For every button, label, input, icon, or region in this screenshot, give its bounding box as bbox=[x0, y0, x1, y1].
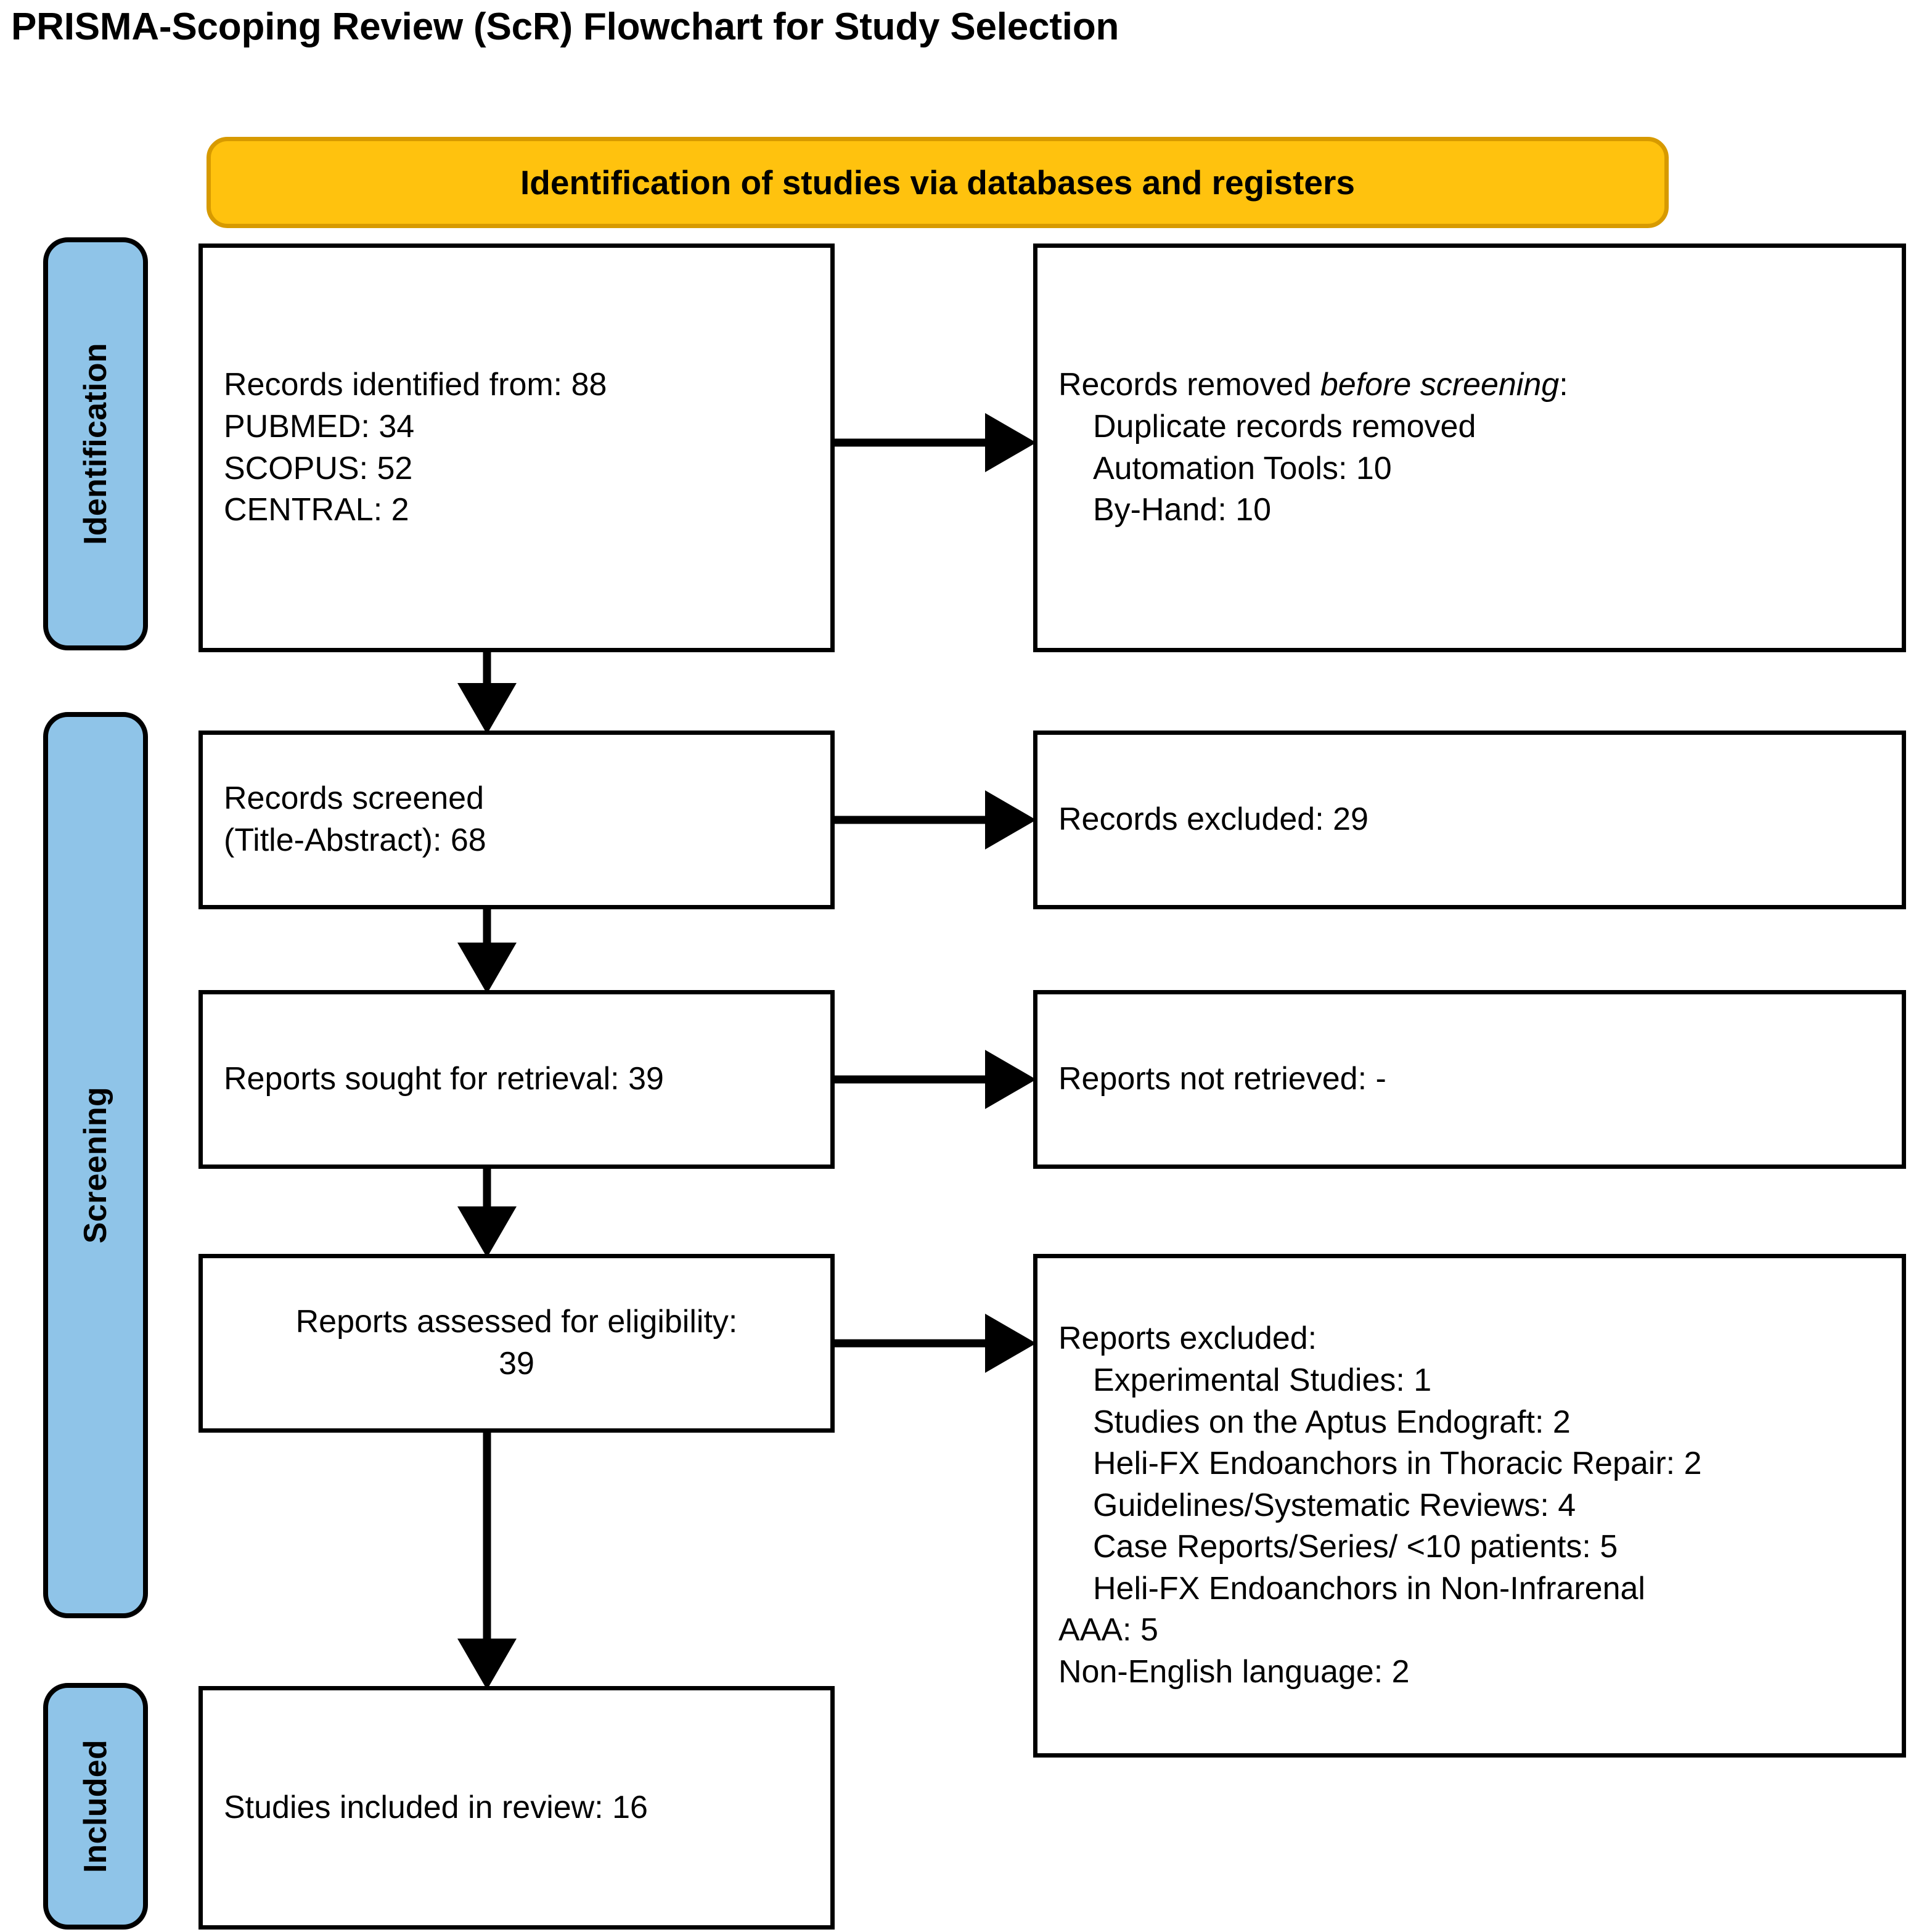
stage-header-label: Identification of studies via databases … bbox=[520, 163, 1355, 202]
node-records-screened: Records screened (Title-Abstract): 68 bbox=[198, 731, 835, 909]
node-reports-sought-text: Reports sought for retrieval: 39 bbox=[203, 1058, 830, 1100]
node-records-screened-text: Records screened (Title-Abstract): 68 bbox=[203, 778, 830, 861]
records-removed-line-4: By-Hand: 10 bbox=[1093, 492, 1272, 528]
records-removed-line-1-suffix: : bbox=[1559, 367, 1568, 403]
node-reports-not-retrieved-text: Reports not retrieved: - bbox=[1037, 1058, 1902, 1100]
records-excluded-line-1: Records excluded: 29 bbox=[1058, 801, 1369, 838]
records-removed-line-3: Automation Tools: 10 bbox=[1093, 450, 1392, 486]
stage-bar-identification: Identification bbox=[43, 237, 148, 650]
reports-assessed-line-1: Reports assessed for eligibility: bbox=[295, 1304, 738, 1340]
reports-excluded-line-4: Heli-FX Endoanchors in Thoracic Repair: … bbox=[1093, 1446, 1702, 1482]
records-screened-line-1: Records screened bbox=[224, 780, 484, 817]
stage-bar-included: Included bbox=[43, 1683, 148, 1930]
node-reports-not-retrieved: Reports not retrieved: - bbox=[1033, 990, 1906, 1169]
node-records-identified: Records identified from: 88 PUBMED: 34 S… bbox=[198, 244, 835, 652]
node-records-identified-text: Records identified from: 88 PUBMED: 34 S… bbox=[203, 364, 830, 531]
reports-sought-line-1: Reports sought for retrieval: 39 bbox=[224, 1061, 664, 1097]
records-removed-line-1-prefix: Records removed bbox=[1058, 367, 1320, 403]
node-reports-excluded-text: Reports excluded: Experimental Studies: … bbox=[1037, 1318, 1902, 1693]
records-screened-line-2: (Title-Abstract): 68 bbox=[224, 822, 486, 858]
node-studies-included-text: Studies included in review: 16 bbox=[203, 1787, 830, 1829]
node-records-removed: Records removed before screening: Duplic… bbox=[1033, 244, 1906, 652]
node-reports-sought: Reports sought for retrieval: 39 bbox=[198, 990, 835, 1169]
reports-excluded-line-7: Heli-FX Endoanchors in Non-Infrarenal bbox=[1093, 1570, 1645, 1607]
reports-excluded-line-1: Reports excluded: bbox=[1058, 1320, 1317, 1357]
reports-excluded-line-5: Guidelines/Systematic Reviews: 4 bbox=[1093, 1487, 1576, 1523]
node-records-excluded: Records excluded: 29 bbox=[1033, 731, 1906, 909]
records-removed-line-1-emphasis: before screening bbox=[1320, 367, 1560, 403]
reports-excluded-line-6: Case Reports/Series/ <10 patients: 5 bbox=[1093, 1529, 1618, 1565]
stage-bar-identification-label: Identification bbox=[78, 343, 114, 545]
node-reports-excluded: Reports excluded: Experimental Studies: … bbox=[1033, 1254, 1906, 1758]
stage-bar-screening: Screening bbox=[43, 712, 148, 1618]
node-studies-included: Studies included in review: 16 bbox=[198, 1686, 835, 1930]
stage-bar-screening-label: Screening bbox=[78, 1086, 113, 1244]
studies-included-line-1: Studies included in review: 16 bbox=[224, 1789, 648, 1825]
node-records-excluded-text: Records excluded: 29 bbox=[1037, 799, 1902, 841]
reports-excluded-line-2: Experimental Studies: 1 bbox=[1093, 1362, 1432, 1398]
records-identified-line-2: PUBMED: 34 bbox=[224, 408, 415, 444]
page-title: PRISMA-Scoping Review (ScR) Flowchart fo… bbox=[11, 6, 1119, 48]
reports-excluded-line-3: Studies on the Aptus Endograft: 2 bbox=[1093, 1404, 1571, 1440]
records-removed-line-2: Duplicate records removed bbox=[1093, 408, 1476, 444]
reports-excluded-line-9: Non-English language: 2 bbox=[1058, 1654, 1410, 1690]
reports-not-retrieved-line-1: Reports not retrieved: - bbox=[1058, 1061, 1386, 1097]
stage-header-identification-banner: Identification of studies via databases … bbox=[207, 137, 1669, 228]
node-reports-assessed-text: Reports assessed for eligibility: 39 bbox=[203, 1301, 830, 1385]
reports-assessed-line-2: 39 bbox=[499, 1346, 534, 1381]
records-identified-line-4: CENTRAL: 2 bbox=[224, 492, 409, 528]
records-identified-line-1: Records identified from: 88 bbox=[224, 367, 607, 403]
reports-excluded-line-8: AAA: 5 bbox=[1058, 1612, 1158, 1648]
node-records-removed-text: Records removed before screening: Duplic… bbox=[1037, 364, 1902, 531]
node-reports-assessed: Reports assessed for eligibility: 39 bbox=[198, 1254, 835, 1433]
stage-bar-included-label: Included bbox=[78, 1739, 114, 1873]
records-identified-line-3: SCOPUS: 52 bbox=[224, 450, 413, 486]
records-removed-line-1: Records removed before screening: bbox=[1058, 364, 1881, 406]
